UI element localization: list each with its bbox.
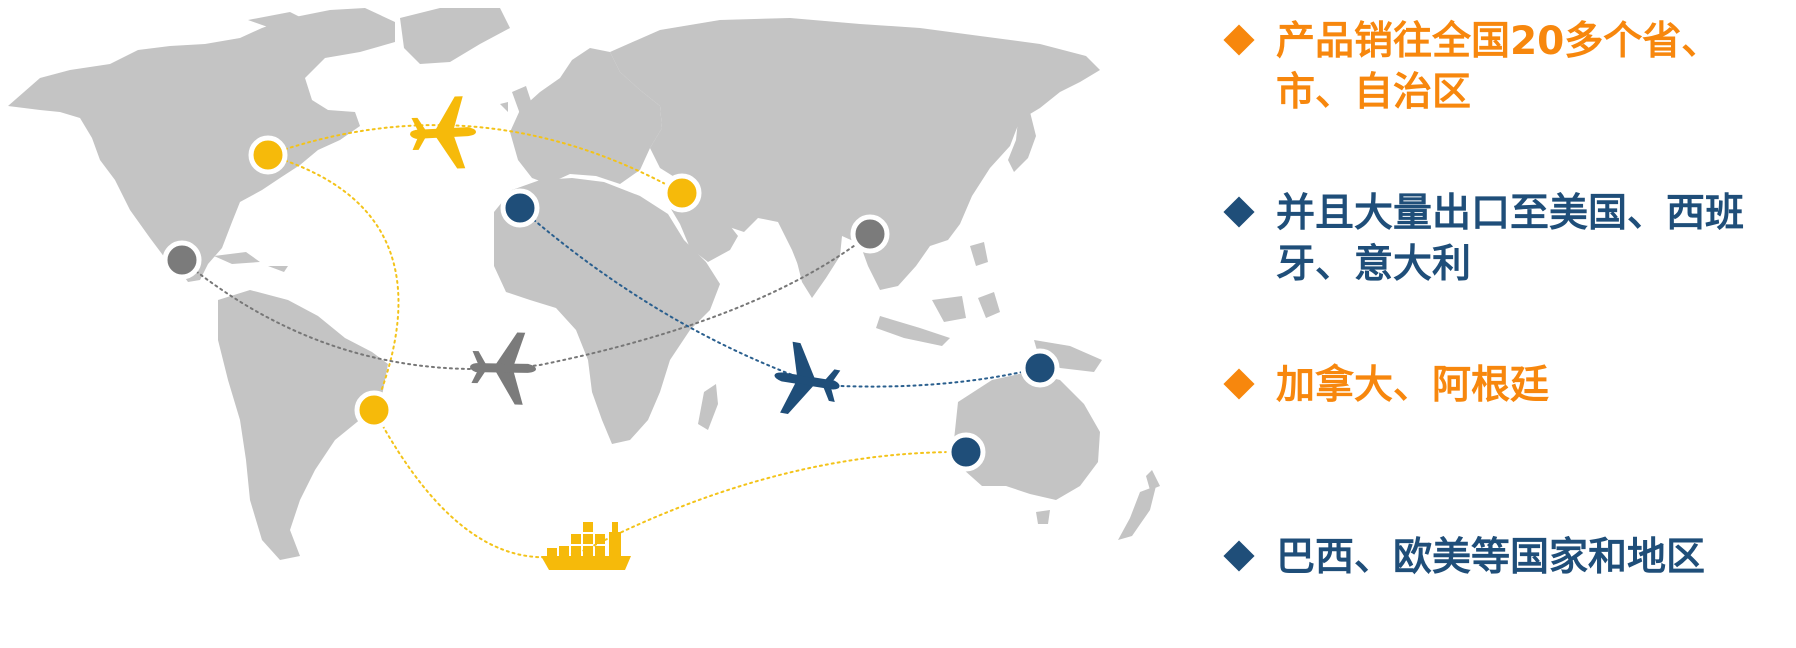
transport-icons (410, 96, 841, 570)
cargo-ship-icon (541, 522, 631, 570)
world-map (8, 8, 1160, 570)
british-isles (500, 86, 532, 114)
bullet-item: 巴西、欧美等国家和地区 (1223, 532, 1788, 583)
caribbean-islands (214, 252, 288, 272)
continents (8, 8, 1160, 560)
arctic-islands (248, 12, 360, 38)
bullet-text: 巴西、欧美等国家和地区 (1276, 535, 1706, 580)
europe-landmass (510, 48, 662, 184)
route-north-america-to-europe (267, 124, 683, 194)
tasmania-island (1036, 510, 1050, 524)
africa-landmass (494, 178, 720, 444)
asia-landmass (610, 18, 1100, 290)
bullet-text: 加拿大、阿根廷 (1276, 363, 1550, 408)
bullet-text: 产品销往全国20多个省、市、自治区 (1276, 19, 1721, 115)
bullet-item: 并且大量出口至美国、西班牙、意大利 (1223, 188, 1788, 290)
new-guinea-island (1034, 340, 1102, 372)
location-marker-australia (946, 432, 986, 472)
diamond-icon (1223, 368, 1255, 400)
diamond-icon (1223, 196, 1255, 228)
bullet-item: 加拿大、阿根廷 (1223, 360, 1788, 411)
bullet-text: 并且大量出口至美国、西班牙、意大利 (1276, 191, 1745, 287)
location-marker-new-guinea (1020, 348, 1060, 388)
japan-islands (1008, 112, 1036, 172)
airplane-icon (470, 332, 536, 405)
south-america-landmass (218, 290, 388, 560)
location-marker-italy (662, 173, 702, 213)
diamond-icon (1223, 540, 1255, 572)
diamond-icon (1223, 24, 1255, 56)
bullet-list: 产品销往全国20多个省、市、自治区 并且大量出口至美国、西班牙、意大利 加拿大、… (1223, 16, 1788, 616)
location-marker-mexico (162, 240, 202, 280)
north-america-landmass (8, 8, 395, 282)
australia-landmass (954, 372, 1100, 500)
airplane-icon (410, 96, 476, 169)
new-zealand-islands (1118, 470, 1160, 540)
location-markers (162, 135, 1060, 472)
indian-subcontinent (792, 224, 842, 298)
greenland-landmass (400, 8, 510, 64)
madagascar-island (698, 384, 718, 430)
location-marker-india (850, 214, 890, 254)
route-north-america-to-south-america (267, 154, 400, 411)
bullet-item: 产品销往全国20多个省、市、自治区 (1223, 16, 1788, 118)
airplane-icon (774, 341, 841, 415)
location-marker-north-africa (500, 188, 540, 228)
location-marker-brazil (354, 390, 394, 430)
world-map-svg (8, 8, 1160, 570)
route-south-america-to-australia (373, 409, 967, 559)
route-mexico-to-india (181, 233, 871, 371)
location-marker-new-york (248, 135, 288, 175)
